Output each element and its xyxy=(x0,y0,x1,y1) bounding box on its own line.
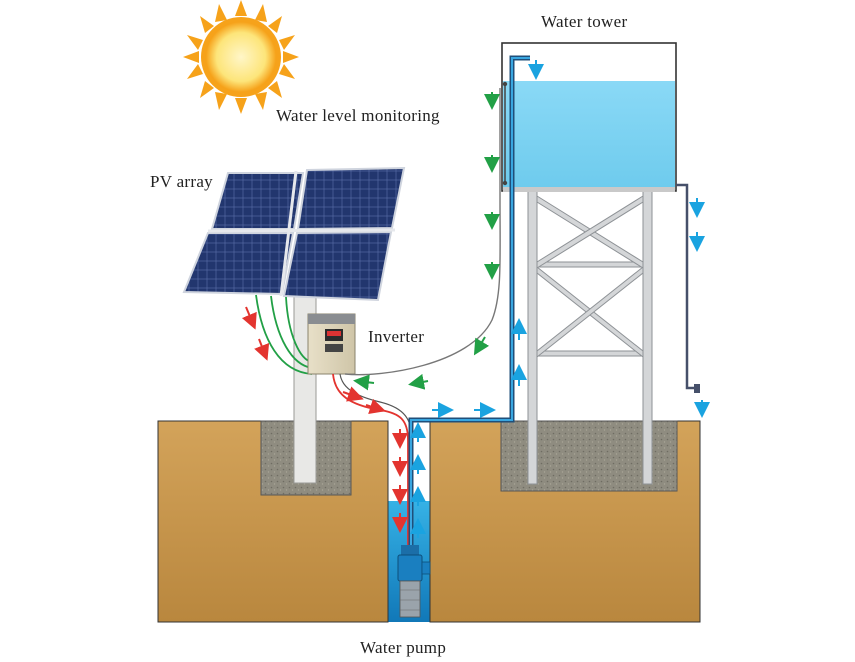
signal-flow-arrows xyxy=(353,92,500,391)
ground-left xyxy=(157,420,389,623)
pv-array-label: PV array xyxy=(150,172,213,191)
sun-icon xyxy=(183,0,299,114)
inverter xyxy=(307,313,356,375)
water-pump xyxy=(397,545,431,618)
ground-right xyxy=(429,420,701,623)
water-tower-structure xyxy=(527,189,653,485)
pv-array xyxy=(182,166,406,302)
power-flow-arrows xyxy=(241,306,408,533)
water-level-monitoring-label: Water level monitoring xyxy=(276,106,440,125)
inverter-label: Inverter xyxy=(368,327,425,346)
faucet-icon xyxy=(694,384,700,393)
water-tank xyxy=(501,42,677,192)
water-tower-label: Water tower xyxy=(541,12,628,31)
water-pump-label: Water pump xyxy=(360,638,447,657)
water-flow-arrows xyxy=(410,60,710,538)
level-sensor xyxy=(502,81,508,186)
outlet-pipe xyxy=(676,183,700,393)
